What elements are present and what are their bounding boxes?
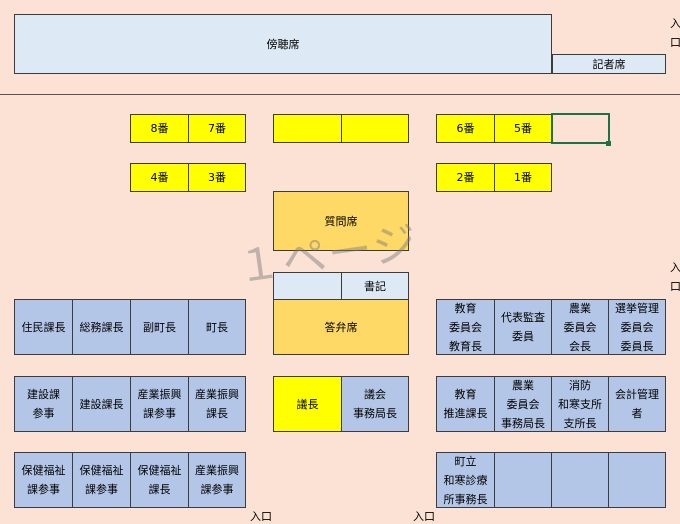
fill-handle[interactable] — [606, 141, 611, 146]
question-seat[interactable]: 質問席 — [273, 191, 409, 251]
entrance-top-label: 入口 — [670, 17, 680, 49]
clerk-seat[interactable]: 書記 — [341, 272, 409, 300]
seat-blank-left[interactable] — [273, 114, 342, 143]
seat-7[interactable]: 7番 — [188, 114, 246, 143]
gallery-label: 傍聴席 — [266, 37, 300, 51]
right-staff-r2c2[interactable]: 農業 委員会 事務局長 — [494, 376, 552, 432]
selected-cell[interactable] — [551, 113, 610, 144]
left-staff-r2c1[interactable]: 建設課 参事 — [14, 376, 73, 432]
left-staff-r3c3[interactable]: 保健福祉 課長 — [130, 452, 189, 508]
right-staff-r3c4[interactable] — [608, 452, 666, 508]
left-staff-r3c4[interactable]: 産業振興 課参事 — [188, 452, 246, 508]
left-staff-r3c2[interactable]: 保健福祉 課参事 — [72, 452, 131, 508]
answer-seat[interactable]: 答弁席 — [273, 299, 409, 355]
right-staff-r2c1[interactable]: 教育 推進課長 — [436, 376, 495, 432]
right-staff-r2c4[interactable]: 会計管理 者 — [608, 376, 666, 432]
left-staff-r1c4[interactable]: 町長 — [188, 299, 246, 355]
right-staff-r2c3[interactable]: 消防 和寒支所 支所長 — [551, 376, 609, 432]
seat-blank-right[interactable] — [341, 114, 409, 143]
seat-1[interactable]: 1番 — [494, 163, 552, 192]
seat-3[interactable]: 3番 — [188, 163, 246, 192]
entrance-right-label: 入口 — [670, 261, 680, 293]
left-staff-r3c1[interactable]: 保健福祉 課参事 — [14, 452, 73, 508]
seat-6[interactable]: 6番 — [436, 114, 495, 143]
gallery-area: 傍聴席 — [14, 14, 552, 74]
entrance-bottom-left-label: 入口 — [250, 510, 272, 523]
right-staff-r1c1[interactable]: 教育 委員会 教育長 — [436, 299, 495, 355]
left-staff-r1c1[interactable]: 住民課長 — [14, 299, 73, 355]
right-staff-r1c3[interactable]: 農業 委員会 会長 — [551, 299, 609, 355]
seat-4[interactable]: 4番 — [130, 163, 189, 192]
gallery-divider — [0, 94, 680, 95]
press-area: 記者席 — [552, 54, 666, 74]
left-staff-r1c2[interactable]: 総務課長 — [72, 299, 131, 355]
left-staff-r2c2[interactable]: 建設課長 — [72, 376, 131, 432]
right-staff-r3c1[interactable]: 町立 和寒診療 所事務長 — [436, 452, 495, 508]
clerk-blank — [273, 272, 342, 300]
right-staff-r1c2[interactable]: 代表監査 委員 — [494, 299, 552, 355]
left-staff-r1c3[interactable]: 副町長 — [130, 299, 189, 355]
press-label: 記者席 — [592, 57, 626, 71]
seat-2[interactable]: 2番 — [436, 163, 495, 192]
chair-seat[interactable]: 議長 — [273, 376, 342, 432]
left-staff-r2c4[interactable]: 産業振興 課長 — [188, 376, 246, 432]
seat-8[interactable]: 8番 — [130, 114, 189, 143]
entrance-bottom-right-label: 入口 — [413, 510, 435, 523]
seat-5[interactable]: 5番 — [494, 114, 552, 143]
right-staff-r1c4[interactable]: 選挙管理 委員会 委員長 — [608, 299, 666, 355]
right-staff-r3c3[interactable] — [551, 452, 609, 508]
right-staff-r3c2[interactable] — [494, 452, 552, 508]
secretariat-seat[interactable]: 議会 事務局長 — [341, 376, 409, 432]
left-staff-r2c3[interactable]: 産業振興 課参事 — [130, 376, 189, 432]
